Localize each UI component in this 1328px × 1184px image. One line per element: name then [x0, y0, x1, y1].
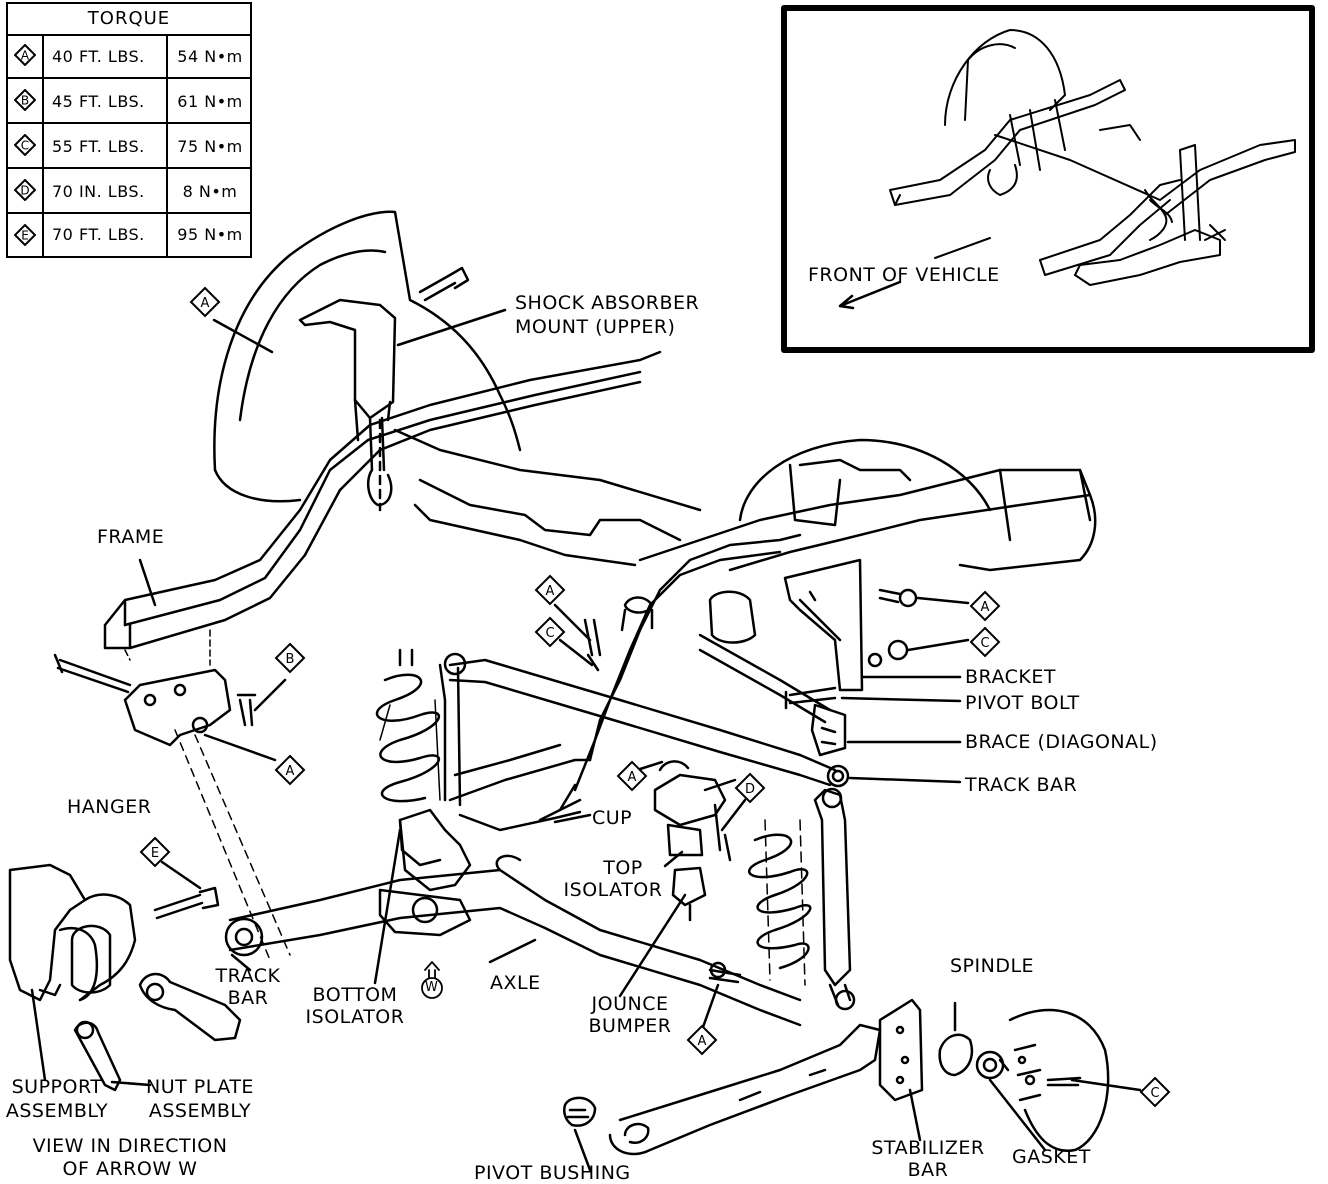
torque-ft: 40 FT. LBS. [52, 34, 168, 77]
nut-plate-label-2: ASSEMBLY [148, 1100, 252, 1122]
support-assembly-label-1: SUPPORT [11, 1076, 103, 1098]
track-bar-left-label-1: TRACK [215, 965, 281, 987]
pivot-bushing [563, 1096, 597, 1127]
coil-spring-right [748, 833, 812, 970]
torque-row: D 70 IN. LBS. 8 N•m [8, 169, 250, 214]
svg-text:B: B [21, 94, 29, 108]
torque-row: C 55 FT. LBS. 75 N•m [8, 124, 250, 169]
torque-nm: 8 N•m [182, 182, 238, 201]
shock-absorber [813, 788, 852, 987]
frame-label: FRAME [97, 526, 165, 548]
torque-nm: 54 N•m [177, 47, 243, 66]
cup-detail [623, 596, 654, 614]
axle-label: AXLE [490, 972, 541, 994]
inset-frame [781, 5, 1315, 353]
pivot-bushing-label: PIVOT BUSHING [474, 1162, 631, 1184]
top-isolator-stack [653, 773, 727, 827]
torque-row: B 45 FT. LBS. 61 N•m [8, 79, 250, 124]
gasket-label: GASKET [1012, 1146, 1091, 1168]
hanger-label: HANGER [67, 796, 152, 818]
svg-text:A: A [21, 49, 30, 63]
upper-bolt [418, 266, 470, 302]
frame-rail-right [638, 468, 1092, 572]
track-bar-long [448, 658, 837, 787]
torque-ft: 45 FT. LBS. [52, 79, 168, 122]
frame-kickup [573, 533, 802, 792]
stabilizer-plate [878, 998, 924, 1102]
track-bar-left-label-2: BAR [227, 987, 269, 1009]
pivot-bolt [784, 686, 837, 710]
torque-row: E 70 FT. LBS. 95 N•m [8, 214, 250, 256]
axle-tube [228, 868, 802, 1027]
top-isolator-label-1: TOP [603, 857, 643, 879]
spring-seat [398, 808, 472, 892]
wheelhouse-left [213, 210, 522, 472]
frame-rail [103, 350, 662, 650]
torque-table-title: TORQUE [8, 4, 250, 36]
wheelhouse-right [738, 438, 992, 522]
shock-mount-label-1: SHOCK ABSORBER [515, 292, 700, 314]
pivot-bolt-label: PIVOT BOLT [965, 692, 1080, 714]
torque-table: TORQUE A 40 FT. LBS. 54 N•m B 45 FT. LBS… [6, 2, 252, 258]
arrow-w-symbol [421, 961, 443, 999]
diamond-a-icon: A [14, 44, 36, 66]
view-direction-label-2: OF ARROW W [62, 1158, 198, 1180]
svg-text:C: C [21, 139, 29, 153]
support-assembly [8, 863, 87, 1002]
diamond-c-icon: C [14, 134, 36, 156]
diamond-e-icon: E [14, 224, 36, 246]
cup-label: CUP [592, 807, 633, 829]
torque-row: A 40 FT. LBS. 54 N•m [8, 34, 250, 79]
torque-ft: 70 FT. LBS. [52, 214, 168, 256]
diamond-d-icon: D [14, 179, 36, 201]
support-assembly-label-2: ASSEMBLY [5, 1100, 109, 1122]
nut-plate-label-1: NUT PLATE [146, 1076, 254, 1098]
svg-text:D: D [20, 184, 29, 198]
hanger [123, 668, 232, 747]
torque-ft: 55 FT. LBS. [52, 124, 168, 167]
spindle [938, 1033, 974, 1077]
trailing-arm [608, 1023, 882, 1156]
diamond-b-icon: B [14, 89, 36, 111]
inset-arrow-line [934, 237, 991, 259]
shock-mount-upper [298, 298, 397, 420]
torque-nm: 75 N•m [177, 137, 243, 156]
top-isolator-label-2: ISOLATOR [563, 879, 663, 901]
torque-nm: 95 N•m [177, 225, 243, 244]
arrow-w-label: W [425, 980, 439, 995]
jounce-bumper-label-1: JOUNCE [591, 993, 669, 1015]
track-bar-right-label: TRACK BAR [965, 774, 1078, 796]
bottom-isolator-label-2: ISOLATOR [305, 1006, 405, 1028]
bracket-label: BRACKET [965, 666, 1056, 688]
view-direction-label-1: VIEW IN DIRECTION [32, 1135, 228, 1157]
leader-lines [30, 308, 1142, 1172]
backing-plate [1008, 1008, 1110, 1153]
front-of-vehicle-label: FRONT OF VEHICLE [808, 264, 1000, 286]
svg-text:E: E [21, 229, 29, 243]
spindle-label: SPINDLE [950, 955, 1035, 977]
bracket [783, 558, 864, 692]
shock-mount-label-2: MOUNT (UPPER) [515, 316, 676, 338]
diagonal-brace [698, 633, 832, 724]
front-arrow [838, 280, 902, 310]
stabilizer-bar-label-2: BAR [907, 1159, 949, 1181]
torque-ft: 70 IN. LBS. [52, 169, 168, 212]
stabilizer-bar-label-1: STABILIZER [871, 1137, 985, 1159]
brace-diagonal-label: BRACE (DIAGONAL) [965, 731, 1158, 753]
jounce-bumper-label-2: BUMPER [588, 1015, 672, 1037]
bottom-isolator-label-1: BOTTOM [312, 984, 398, 1006]
inset-chassis [889, 29, 1296, 286]
coil-spring-left [375, 673, 440, 803]
torque-nm: 61 N•m [177, 92, 243, 111]
